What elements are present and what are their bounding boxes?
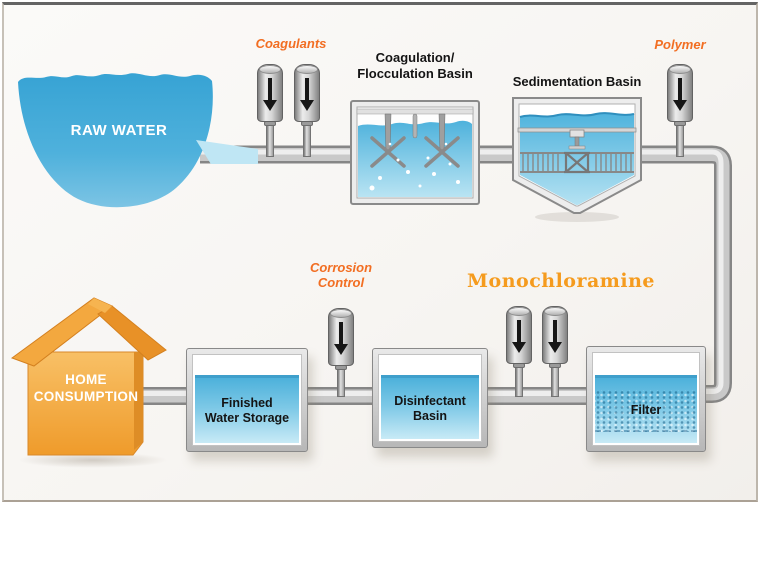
down-arrow-icon	[334, 344, 348, 355]
down-arrow-icon	[548, 342, 562, 353]
roof-ridge	[88, 298, 112, 313]
raw-water-label: RAW WATER	[70, 122, 168, 139]
sedimentation-basin-label: Sedimentation Basin	[512, 74, 642, 89]
storage-water: Finished Water Storage	[195, 375, 299, 443]
filter-basin: Filter	[586, 346, 706, 452]
down-arrow-icon	[517, 320, 521, 343]
polymer-injector	[667, 64, 693, 157]
disinfectant-basin: Disinfectant Basin	[372, 348, 488, 448]
coagulant-injector-1	[257, 64, 283, 157]
filter-media	[595, 390, 697, 432]
corrosion-control-label: Corrosion Control	[309, 260, 373, 290]
filter-label: Filter	[630, 403, 662, 417]
monochloramine-label: Monochloramine	[467, 270, 656, 292]
rake-mechanism	[564, 129, 590, 174]
coagulants-label: Coagulants	[255, 36, 327, 51]
house-shadow	[18, 452, 168, 468]
raw-water-shape	[18, 73, 213, 208]
down-arrow-icon	[268, 78, 272, 101]
monochloramine-injector-2	[542, 306, 568, 397]
disinfectant-basin-label: Disinfectant Basin	[394, 393, 466, 423]
down-arrow-icon	[305, 78, 309, 101]
monochloramine-injector-1	[506, 306, 532, 397]
down-arrow-icon	[673, 100, 687, 111]
house-body	[27, 351, 144, 456]
corrosion-control-injector	[328, 308, 354, 397]
house-side-fold	[134, 352, 143, 450]
home-consumption-house	[10, 297, 167, 456]
coag-floc-basin-label: Coagulation/ Flocculation Basin	[357, 50, 473, 81]
down-arrow-icon	[512, 342, 526, 353]
basin-water	[520, 113, 634, 205]
down-arrow-icon	[339, 322, 343, 345]
filter-water: Filter	[595, 375, 697, 443]
coagulant-injector-2	[294, 64, 320, 157]
raw-water-source	[18, 73, 213, 208]
down-arrow-icon	[263, 100, 277, 111]
down-arrow-icon	[678, 78, 682, 101]
coagulation-flocculation-basin	[350, 100, 480, 205]
down-arrow-icon	[553, 320, 557, 343]
sedimentation-basin	[512, 97, 642, 222]
home-consumption-label: HOME CONSUMPTION	[33, 372, 139, 404]
finished-water-storage: Finished Water Storage	[186, 348, 308, 452]
down-arrow-icon	[300, 100, 314, 111]
bubbles	[369, 142, 460, 191]
disinfectant-water: Disinfectant Basin	[381, 375, 479, 439]
finished-water-storage-label: Finished Water Storage	[204, 395, 290, 425]
probe	[412, 113, 418, 139]
polymer-label: Polymer	[654, 37, 706, 52]
